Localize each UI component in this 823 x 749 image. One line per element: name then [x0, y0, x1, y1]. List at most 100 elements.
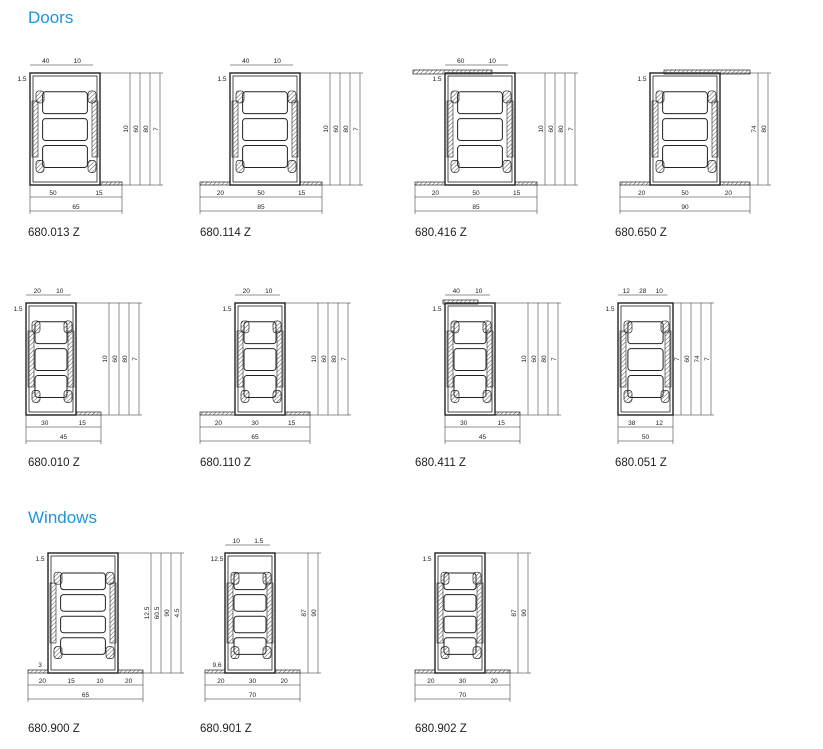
dim-label-side: 74 [694, 355, 701, 363]
flange-right [494, 411, 521, 416]
gasket [230, 571, 240, 585]
gasket [482, 390, 492, 403]
thermal-strip-left [446, 100, 454, 158]
flange-left [414, 669, 436, 674]
dim-label-side: 74 [751, 125, 758, 133]
dim-label-note: 1.5 [422, 556, 431, 563]
dim-label-top: 40 [42, 58, 50, 65]
chamber [42, 145, 88, 168]
dim-label-bottom: 20 [217, 678, 225, 685]
thermal-strip-left [436, 582, 444, 644]
profile-section [27, 552, 144, 674]
dim-label-top: 40 [453, 288, 461, 295]
dimensions [199, 294, 351, 444]
gasket [660, 390, 670, 403]
dim-label-bottom: 38 [628, 420, 636, 427]
dim-label-note: 9.6 [212, 662, 221, 669]
dim-label-side: 80 [541, 355, 548, 363]
dim-label-side: 87 [511, 609, 518, 617]
dim-label-top: 10 [475, 288, 483, 295]
dim-label-bottom: 30 [249, 678, 257, 685]
dim-label-top: 12 [623, 288, 631, 295]
profile-code: 680.900 Z [28, 723, 80, 735]
dim-label-bottom: 15 [79, 420, 87, 427]
gasket [63, 390, 73, 403]
dim-label-bottom: 50 [49, 190, 57, 197]
chamber [443, 637, 477, 655]
gasket [482, 320, 492, 334]
dim-label-bottom: 20 [491, 678, 499, 685]
dim-label-bottom: 20 [39, 678, 47, 685]
dim-label-side: 60 [333, 125, 340, 133]
chamber [233, 637, 267, 655]
profile-section [412, 69, 538, 186]
gasket [262, 646, 272, 659]
thermal-strip-left [446, 330, 454, 388]
gasket [472, 571, 482, 585]
thermal-strip-left [31, 100, 39, 158]
dim-label-top: 10 [265, 288, 273, 295]
chamber [60, 594, 106, 612]
thermal-strip-right [711, 100, 719, 158]
dim-label-top: 10 [233, 538, 241, 545]
dim-label-side: 80 [331, 355, 338, 363]
thermal-strip-left [27, 330, 35, 388]
gasket [660, 320, 670, 334]
gasket [655, 160, 665, 173]
dim-label-side: 80 [143, 125, 150, 133]
dim-label-bottom: 20 [281, 678, 289, 685]
dim-label-note: 1.5 [432, 306, 441, 313]
gasket [502, 160, 512, 173]
thermal-strip-left [231, 100, 239, 158]
dim-label-bottom: 50 [257, 190, 265, 197]
dim-label-bottom: 50 [472, 190, 480, 197]
gasket [235, 160, 245, 173]
dim-label-top: 28 [639, 288, 647, 295]
dim-label-bottom: 20 [125, 678, 133, 685]
thermal-strip-left [236, 330, 244, 388]
gasket [105, 571, 115, 585]
flange-right [719, 181, 751, 186]
dim-label-top: 1.5 [254, 538, 263, 545]
profile-section [199, 302, 311, 416]
flange-left [619, 181, 651, 186]
chamber [457, 118, 503, 142]
dim-label-bottom: 30 [459, 678, 467, 685]
gasket [440, 646, 450, 659]
dim-label-top: 10 [489, 58, 497, 65]
gasket [707, 90, 717, 104]
gasket [502, 90, 512, 104]
chamber [453, 375, 487, 398]
dim-label-total: 70 [249, 692, 257, 699]
chamber [453, 348, 487, 372]
dimensions [444, 294, 561, 444]
dim-label-side: 7 [341, 357, 348, 361]
chamber [627, 348, 664, 372]
dim-label-note: 12.5 [211, 556, 224, 563]
gasket [450, 320, 460, 334]
dimensions [414, 552, 531, 702]
outer-wall [25, 302, 77, 416]
profile-code: 680.013 Z [28, 227, 80, 239]
thermal-strip-right [276, 330, 284, 388]
gasket [450, 160, 460, 173]
dim-label-side: 60 [321, 355, 328, 363]
dim-label-side: 7 [153, 127, 160, 131]
dim-label-total: 65 [72, 204, 80, 211]
thermal-strip-right [109, 582, 117, 644]
dim-label-side: 12.5 [144, 606, 151, 619]
wing-top [663, 69, 751, 75]
gasket [450, 90, 460, 104]
chamber [457, 91, 503, 115]
dim-label-total: 65 [251, 434, 259, 441]
